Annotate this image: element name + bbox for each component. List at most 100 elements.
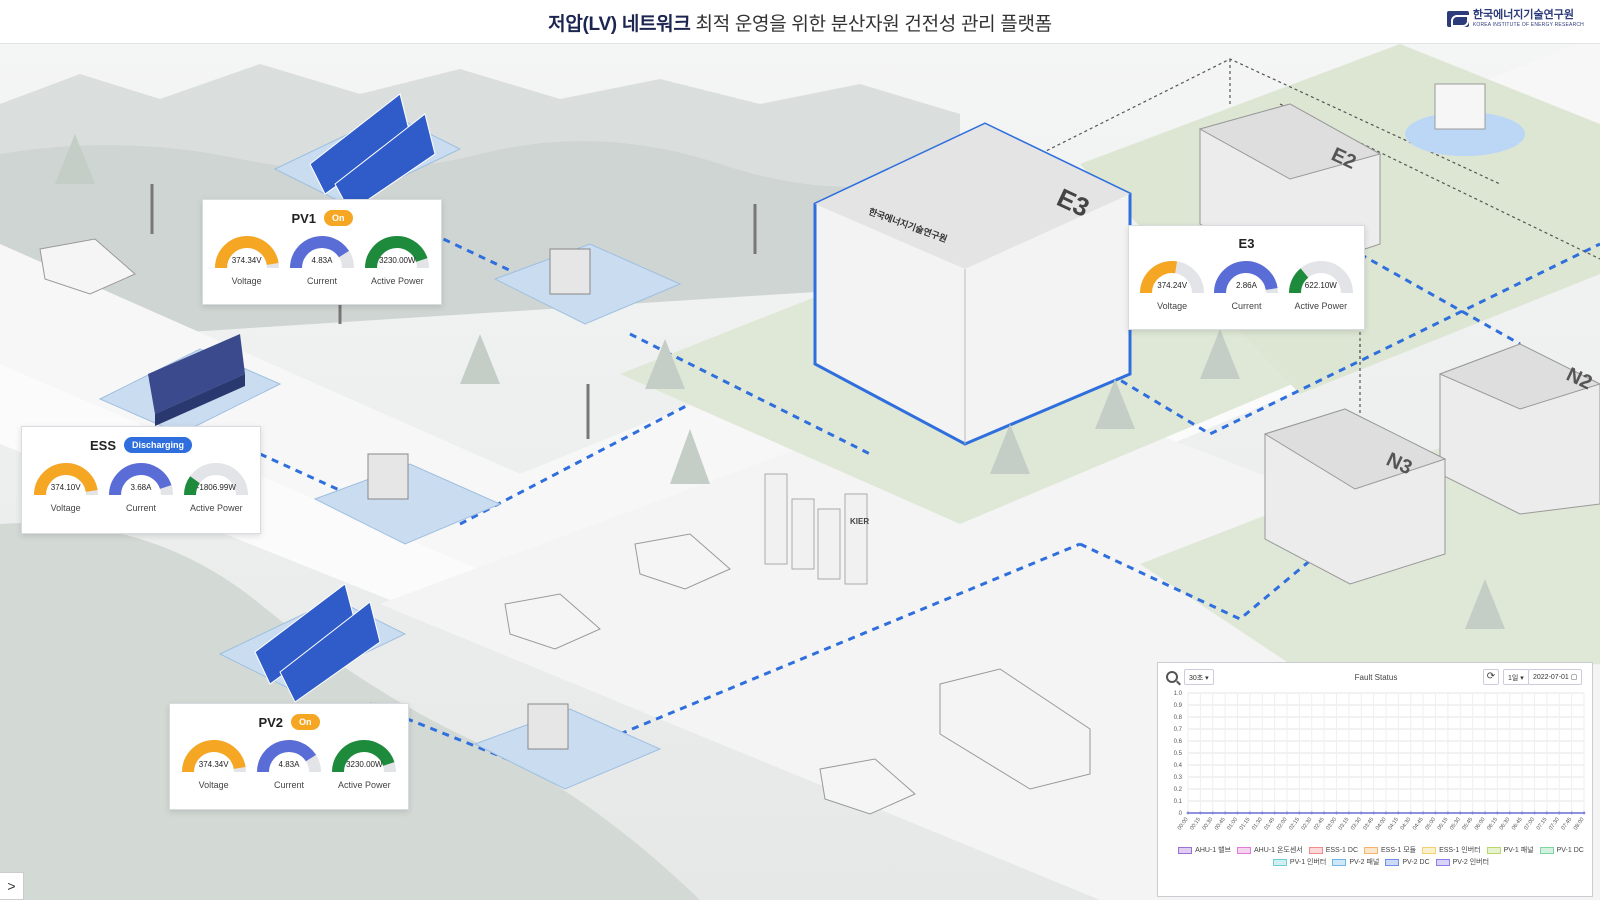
gauge-fill bbox=[365, 236, 428, 269]
x-tick-label: 02:15 bbox=[1288, 817, 1301, 832]
y-tick-label: 0.7 bbox=[1174, 727, 1183, 733]
top-header: 저압(LV) 네트워크 최적 운영을 위한 분산자원 건전성 관리 플랫폼 한국… bbox=[0, 0, 1600, 44]
legend-label: PV-2 DC bbox=[1402, 858, 1430, 866]
x-tick-label: 00:15 bbox=[1189, 817, 1202, 832]
inverter-cabinets bbox=[313, 243, 682, 790]
x-tick-label: 07:00 bbox=[1523, 817, 1536, 832]
road-lane bbox=[0, 174, 1600, 684]
series-point bbox=[1360, 811, 1363, 815]
gauge-value: 4.83A bbox=[311, 256, 333, 265]
legend-item[interactable]: PV-2 DC bbox=[1385, 857, 1430, 867]
n3-building: N3 bbox=[1263, 408, 1447, 585]
legend-label: ESS-1 인버터 bbox=[1439, 847, 1481, 854]
legend-label: PV-1 DC bbox=[1556, 846, 1584, 854]
x-tick-label: 01:45 bbox=[1263, 817, 1276, 832]
gauge-label: Active Power bbox=[338, 780, 391, 790]
y-tick-label: 0.9 bbox=[1174, 703, 1183, 709]
series-point bbox=[1199, 811, 1202, 815]
legend-item[interactable]: PV-2 패널 bbox=[1332, 857, 1379, 867]
legend-label: AHU-1 밸브 bbox=[1195, 847, 1231, 854]
series-point bbox=[1558, 811, 1561, 815]
x-tick-label: 03:30 bbox=[1350, 817, 1363, 832]
gauge-fill bbox=[108, 463, 172, 496]
n2-building: N2 bbox=[1438, 343, 1600, 515]
refresh-icon[interactable]: ⟳ bbox=[1483, 669, 1499, 685]
legend-swatch bbox=[1385, 858, 1400, 866]
series-point bbox=[1273, 811, 1276, 815]
side-panel-toggle[interactable]: > bbox=[0, 872, 24, 900]
logo-korean-name: 한국에너지기술연구원 bbox=[1472, 9, 1575, 21]
gauge-value: 3.68A bbox=[130, 483, 152, 492]
x-tick-label: 02:30 bbox=[1301, 817, 1314, 832]
legend-swatch bbox=[1422, 846, 1437, 854]
logo-english-name: KOREA INSTITUTE OF ENERGY RESEARCH bbox=[1472, 22, 1584, 28]
x-tick-label: 00:00 bbox=[1177, 817, 1190, 832]
pv1-title: PV1 bbox=[291, 210, 317, 226]
gauge-label: Active Power bbox=[190, 503, 243, 513]
series-point bbox=[1483, 811, 1487, 815]
series-point bbox=[1261, 811, 1264, 815]
legend-item[interactable]: ESS-1 DC bbox=[1308, 845, 1358, 855]
x-tick-label: 06:30 bbox=[1499, 817, 1512, 832]
series-point bbox=[1397, 811, 1400, 815]
x-tick-label: 05:30 bbox=[1449, 817, 1462, 832]
e3-title: E3 bbox=[1238, 236, 1255, 251]
gauge-value: 4.83A bbox=[278, 760, 300, 769]
legend-item[interactable]: PV-1 DC bbox=[1539, 845, 1584, 855]
y-tick-label: 0.4 bbox=[1174, 763, 1183, 769]
legend-item[interactable]: ESS-1 인버터 bbox=[1422, 845, 1481, 855]
legend-swatch bbox=[1486, 846, 1501, 854]
legend-swatch bbox=[1539, 846, 1554, 854]
legend-swatch bbox=[1364, 846, 1379, 854]
gauge-value: 374.34V bbox=[198, 760, 229, 769]
gauge-label: Active Power bbox=[1294, 301, 1348, 311]
series-point bbox=[1211, 811, 1214, 815]
legend-item[interactable]: AHU-1 밸브 bbox=[1178, 845, 1231, 855]
legend-item[interactable]: AHU-1 온도센서 bbox=[1237, 845, 1303, 855]
range-select[interactable]: 1일 ▾ bbox=[1503, 669, 1529, 685]
series-point bbox=[1347, 811, 1351, 815]
x-tick-label: 06:00 bbox=[1474, 817, 1487, 832]
chart-legend: AHU-1 밸브 AHU-1 온도센서 ESS-1 DC ESS-1 모듈 ESS-1 … bbox=[1176, 845, 1586, 867]
legend-swatch bbox=[1435, 858, 1450, 866]
page-title-strong: 저압(LV) 네트워크 bbox=[548, 14, 691, 35]
legend-label: AHU-1 온도센서 bbox=[1254, 847, 1303, 854]
zoom-icon[interactable] bbox=[1166, 671, 1178, 683]
legend-label: PV-2 인버터 bbox=[1452, 859, 1490, 866]
kier-logo: 한국에너지기술연구원 KOREA INSTITUTE OF ENERGY RES… bbox=[1446, 9, 1584, 28]
series-point bbox=[1248, 811, 1252, 815]
legend-label: PV-1 패널 bbox=[1503, 847, 1534, 854]
series-point bbox=[1459, 811, 1462, 815]
legend-swatch bbox=[1237, 846, 1251, 854]
x-tick-label: 06:45 bbox=[1511, 817, 1524, 832]
gauge-label: Current bbox=[1231, 301, 1262, 311]
legend-item[interactable]: PV-1 인버터 bbox=[1272, 857, 1326, 867]
series-point bbox=[1471, 811, 1474, 815]
kier-logo-icon bbox=[1446, 11, 1469, 27]
x-tick-label: 07:15 bbox=[1536, 817, 1549, 832]
y-tick-label: 1.0 bbox=[1174, 691, 1183, 697]
legend-swatch bbox=[1178, 846, 1193, 854]
legend-item[interactable]: PV-2 인버터 bbox=[1435, 857, 1490, 867]
date-picker[interactable]: 2022-07-01 ▢ bbox=[1528, 669, 1583, 685]
gauge-value: 374.10V bbox=[50, 483, 81, 492]
legend-item[interactable]: ESS-1 모듈 bbox=[1364, 845, 1416, 855]
legend-item[interactable]: PV-1 패널 bbox=[1486, 845, 1534, 855]
pv2-status-badge: On bbox=[291, 714, 320, 730]
x-tick-label: 03:45 bbox=[1362, 817, 1375, 832]
gauge-label: Voltage bbox=[231, 276, 262, 286]
y-tick-label: 0.6 bbox=[1174, 739, 1183, 745]
series-point bbox=[1298, 811, 1301, 815]
gauge-label: Voltage bbox=[1157, 301, 1188, 311]
series-point bbox=[1421, 811, 1425, 815]
series-point bbox=[1582, 811, 1586, 815]
interval-select[interactable]: 30초 ▾ bbox=[1184, 669, 1214, 685]
